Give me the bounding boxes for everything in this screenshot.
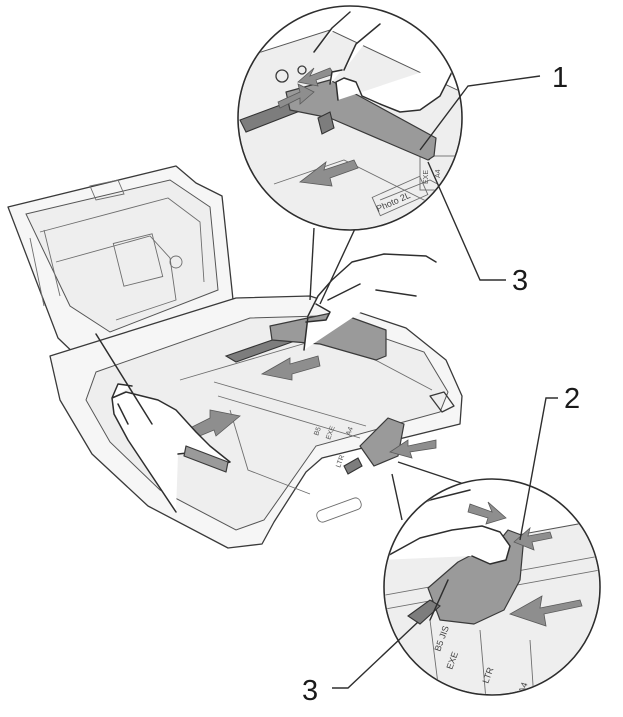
zoom-slide-arrow [298, 159, 359, 187]
top-zoom-callout: Photo 2L EXE A4 1 3 [237, 5, 568, 305]
paper-side-guide [359, 417, 405, 467]
hand-pinching-length-guide [303, 253, 437, 351]
tray-marking-a4-top: A4 [435, 169, 442, 178]
zoom-push-arrow [509, 595, 583, 627]
callout-number-1: 1 [552, 62, 568, 94]
zoom-hand-pinching [313, 11, 459, 113]
zoom-side-guide-tab [407, 599, 441, 625]
bottom-zoom-callout: B5 JIS EXE LTR A4 2 3 [302, 383, 601, 707]
callout-number-3-lower: 3 [302, 675, 318, 707]
slide-direction-arrow [260, 355, 321, 381]
paper-tray-illustration: B5 EXE LTR A4 [7, 165, 463, 549]
hand-pushing-paper [95, 333, 231, 513]
tray-marking-exe-top: EXE [423, 170, 430, 184]
callout-number-2: 2 [564, 383, 580, 415]
callout-number-3-upper: 3 [512, 265, 528, 297]
svg-text:EXE: EXE [325, 425, 336, 441]
svg-text:B5: B5 [313, 426, 323, 437]
svg-text:A4: A4 [345, 426, 355, 437]
svg-text:LTR: LTR [335, 454, 346, 468]
